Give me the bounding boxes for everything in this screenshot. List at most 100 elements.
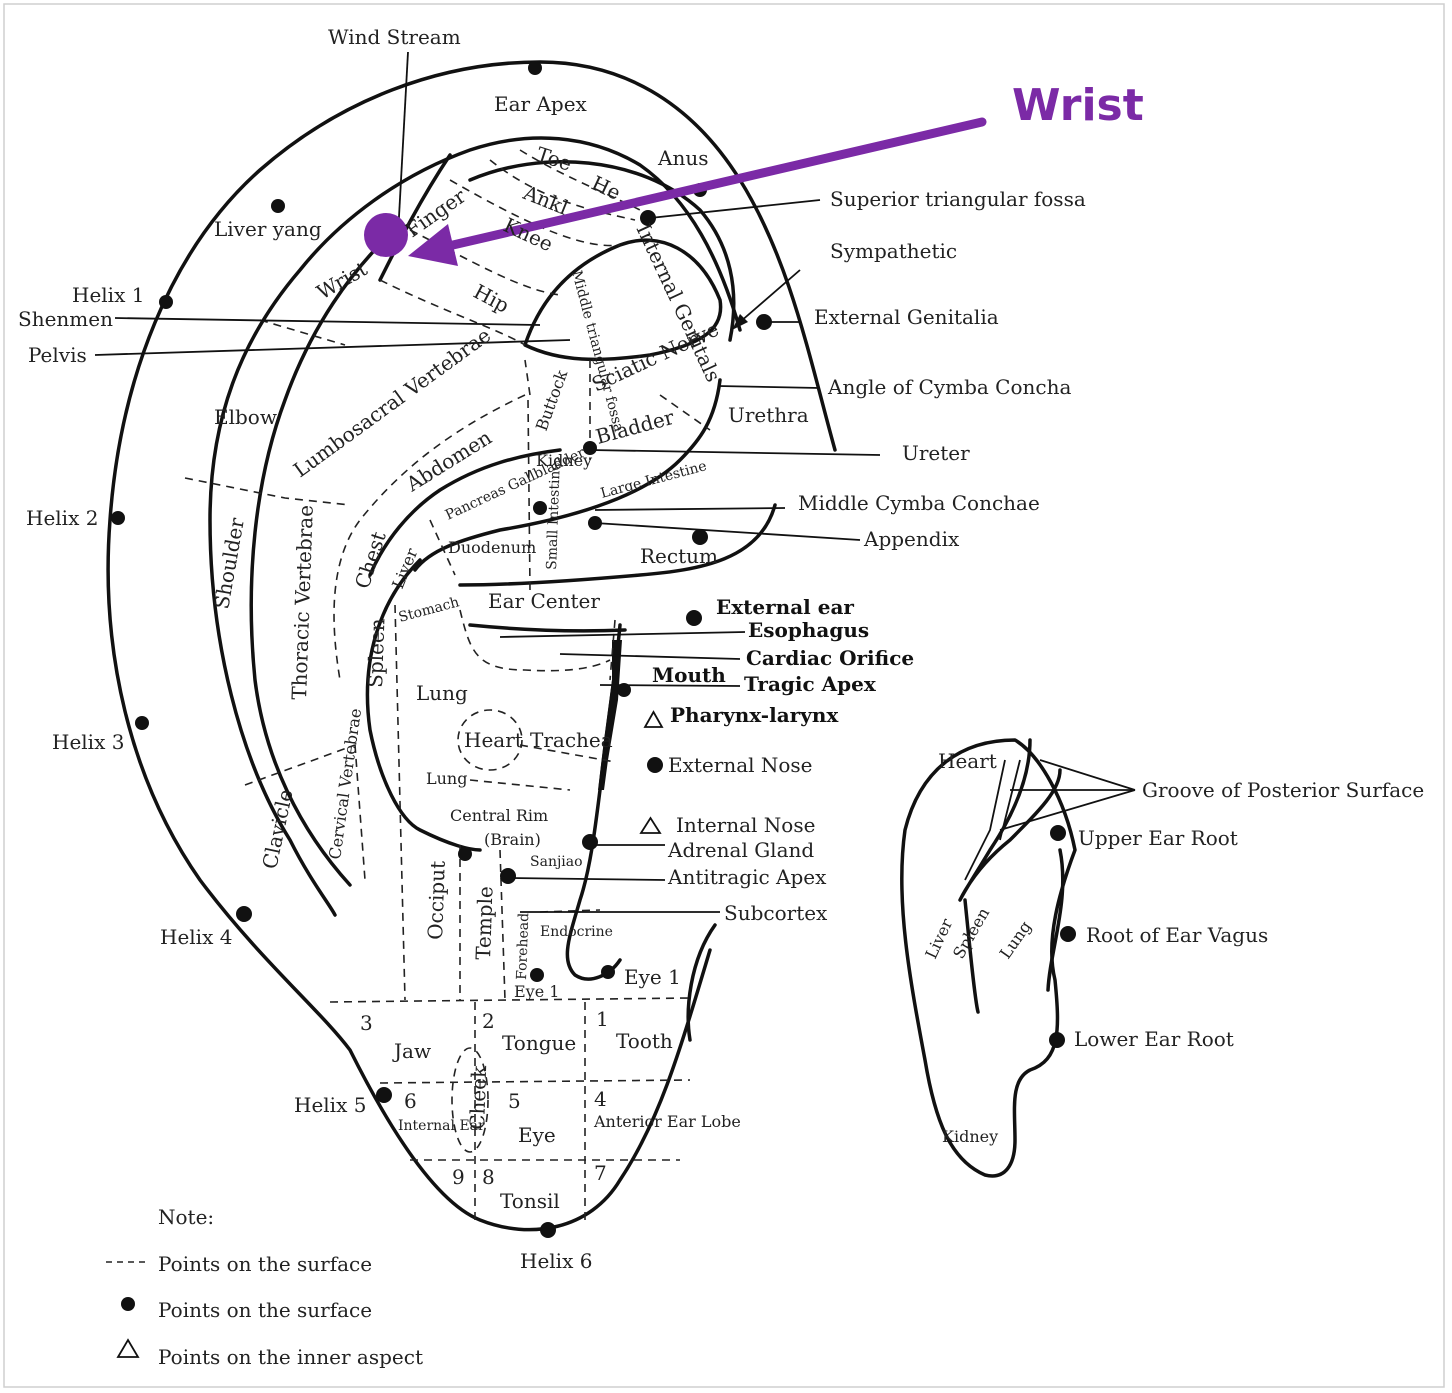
wrist-point-marker xyxy=(364,213,408,257)
label-helix-4: Helix 4 xyxy=(160,925,232,949)
label-heel: He xyxy=(588,171,625,205)
label-helix-1: Helix 1 xyxy=(72,283,144,307)
label-internal-nose: Internal Nose xyxy=(676,813,815,837)
label-trachea: Trachea xyxy=(530,728,613,752)
label-zone-4: 4 xyxy=(594,1087,607,1111)
posterior-label-lower-root: Lower Ear Root xyxy=(1074,1027,1234,1051)
label-clavicle: Clavicle xyxy=(257,787,297,871)
label-stomach: Stomach xyxy=(397,594,461,626)
label-eye-1-right: Eye 1 xyxy=(624,965,681,989)
label-forehead: Forehead xyxy=(514,913,532,981)
label-shoulder: Shoulder xyxy=(209,516,249,611)
label-lung: Lung xyxy=(416,681,468,705)
label-middle-cymba: Middle Cymba Conchae xyxy=(798,491,1040,515)
label-external-nose: External Nose xyxy=(668,753,813,777)
label-eye-1-left: Eye 1 xyxy=(514,982,559,1001)
legend-dot-label: Points on the surface xyxy=(158,1298,372,1322)
label-anterior-ear-lobe: Anterior Ear Lobe xyxy=(593,1112,741,1131)
label-pharynx: Pharynx-larynx xyxy=(670,703,839,727)
label-buttock: Buttock xyxy=(532,367,572,433)
label-elbow: Elbow xyxy=(214,405,277,429)
label-rectum: Rectum xyxy=(640,544,718,568)
label-ear-center: Ear Center xyxy=(488,589,600,613)
label-zone-3: 3 xyxy=(360,1011,373,1035)
label-middle-triangular-fossa: Middle triangular fossa xyxy=(568,269,627,434)
label-toe: Toe xyxy=(533,142,574,176)
label-liver-yang: Liver yang xyxy=(214,217,322,241)
label-cardiac-orifice: Cardiac Orifice xyxy=(746,646,914,670)
label-urethra: Urethra xyxy=(728,403,809,427)
label-duodenum: Duodenum xyxy=(448,538,536,557)
label-appendix: Appendix xyxy=(863,527,960,551)
label-chest: Chest xyxy=(350,529,391,592)
label-superior-triangular-fossa: Superior triangular fossa xyxy=(830,187,1086,211)
label-zone-6: 6 xyxy=(404,1089,417,1113)
tragus-hatching xyxy=(598,640,622,790)
label-zone-8: 8 xyxy=(482,1165,495,1189)
label-adrenal-gland: Adrenal Gland xyxy=(667,838,814,862)
label-zone-5: 5 xyxy=(508,1089,521,1113)
label-wrist: Wrist xyxy=(313,257,372,305)
label-subcortex: Subcortex xyxy=(724,901,828,925)
label-shenmen: Shenmen xyxy=(18,307,113,331)
posterior-label-vagus: Root of Ear Vagus xyxy=(1086,923,1268,947)
inner-aspect-triangles xyxy=(641,712,662,833)
label-mouth: Mouth xyxy=(652,663,726,687)
label-eye: Eye xyxy=(518,1123,556,1147)
wrist-annotation-label: Wrist xyxy=(1012,80,1144,131)
label-external-ear: External ear xyxy=(716,595,854,619)
label-zone-1: 1 xyxy=(596,1007,609,1031)
legend-title: Note: xyxy=(158,1205,214,1229)
legend-triangle-label: Points on the inner aspect xyxy=(158,1345,423,1369)
label-tongue: Tongue xyxy=(502,1031,576,1055)
label-temple: Temple xyxy=(471,886,498,960)
posterior-ear-outline xyxy=(902,740,1075,1176)
label-ureter: Ureter xyxy=(902,441,970,465)
posterior-ear: Heart Groove of Posterior Surface Upper … xyxy=(902,740,1424,1176)
label-occiput: Occiput xyxy=(423,860,450,940)
label-spleen: Spleen xyxy=(363,618,389,688)
label-tooth: Tooth xyxy=(616,1029,673,1053)
wrist-annotation: Wrist xyxy=(364,80,1144,266)
label-endocrine: Endocrine xyxy=(540,924,613,940)
label-brain: (Brain) xyxy=(484,830,541,849)
label-large-intestine: Large Intestine xyxy=(599,458,709,502)
legend-dot-swatch xyxy=(121,1297,135,1311)
label-ankle: Ankl xyxy=(519,180,571,220)
label-thoracic: Thoracic Vertebrae xyxy=(287,505,318,701)
posterior-label-groove: Groove of Posterior Surface xyxy=(1142,778,1424,802)
label-cervical: Cervical Vertebrae xyxy=(325,707,365,860)
label-hip: Hip xyxy=(470,279,514,317)
label-tragic-apex: Tragic Apex xyxy=(744,672,877,696)
label-zone-9: 9 xyxy=(452,1165,465,1189)
label-external-genitalia: External Genitalia xyxy=(814,305,999,329)
label-sanjiao: Sanjiao xyxy=(530,854,583,870)
label-helix-6: Helix 6 xyxy=(520,1249,592,1273)
label-helix-5: Helix 5 xyxy=(294,1093,366,1117)
label-small-intestine: Small Intestine xyxy=(544,462,564,570)
label-finger: Finger xyxy=(401,184,470,243)
label-jaw: Jaw xyxy=(392,1039,431,1063)
label-pelvis: Pelvis xyxy=(28,343,87,367)
label-angle-cymba: Angle of Cymba Concha xyxy=(827,375,1071,399)
posterior-label-heart: Heart xyxy=(938,749,997,773)
posterior-label-lung: Lung xyxy=(996,917,1035,962)
label-sympathetic: Sympathetic xyxy=(830,239,957,263)
label-cheek: Cheek xyxy=(465,1065,491,1131)
label-anus: Anus xyxy=(657,146,708,170)
legend-dashed-label: Points on the surface xyxy=(158,1252,372,1276)
posterior-label-upper-root: Upper Ear Root xyxy=(1078,826,1238,850)
legend: Note: Points on the surface Points on th… xyxy=(106,1205,423,1369)
label-ear-apex: Ear Apex xyxy=(494,92,588,116)
label-antitragic-apex: Antitragic Apex xyxy=(667,865,827,889)
label-zone-2: 2 xyxy=(482,1009,495,1033)
label-wind-stream: Wind Stream xyxy=(328,25,461,49)
posterior-label-kidney: Kidney xyxy=(942,1127,998,1146)
label-helix-2: Helix 2 xyxy=(26,506,98,530)
label-zone-7: 7 xyxy=(594,1161,607,1185)
label-esophagus: Esophagus xyxy=(748,618,869,642)
label-lung-2: Lung xyxy=(426,769,467,788)
label-tonsil: Tonsil xyxy=(500,1189,560,1213)
